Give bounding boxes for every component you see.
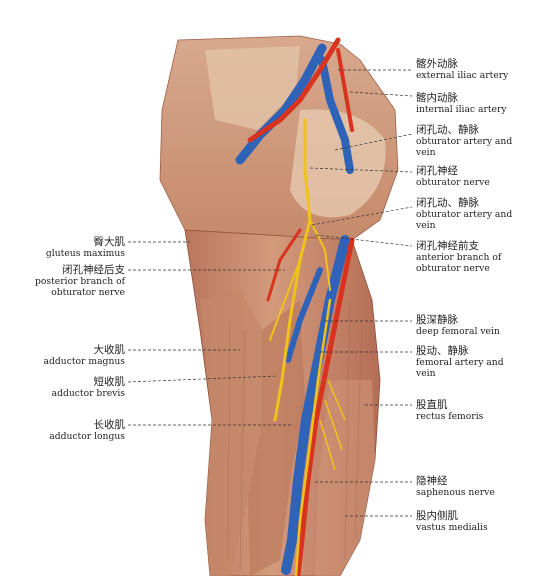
label-obturator-artery-vein-lower: 闭孔动、静脉 obturator artery and vein: [416, 197, 513, 231]
label-anterior-branch-obturator-nerve: 闭孔神经前支 anterior branch of obturator nerv…: [416, 240, 502, 274]
saphenous-nerve: [294, 298, 332, 576]
nerve-branch: [269, 219, 331, 341]
leader-lines-left: [127, 241, 292, 426]
label-gluteus-maximus: 臀大肌 gluteus maximus: [45, 236, 125, 259]
femoral-artery: [295, 237, 355, 576]
iliac-fascia: [205, 46, 300, 130]
deep-femoral-vein: [285, 267, 323, 363]
obturator-artery: [266, 228, 302, 302]
label-vastus-medialis: 股内侧肌 vastus medialis: [416, 510, 488, 533]
hip-capsule: [290, 109, 386, 218]
adductor-magnus-muscle: [200, 290, 262, 576]
label-femoral-artery-vein: 股动、静脉 femoral artery and vein: [416, 345, 504, 379]
label-internal-iliac-artery: 髂内动脉 internal iliac artery: [416, 92, 507, 115]
label-obturator-nerve: 闭孔神经 obturator nerve: [416, 165, 490, 188]
internal-iliac-vein: [318, 56, 354, 174]
label-posterior-branch-obturator-nerve: 闭孔神经后支 posterior branch of obturator ner…: [34, 264, 125, 298]
nerve-fans: [319, 379, 346, 471]
internal-iliac-artery: [336, 48, 354, 132]
label-adductor-longus: 长收肌 adductor longus: [49, 419, 125, 442]
label-adductor-brevis: 短收肌 adductor brevis: [51, 376, 125, 399]
label-rectus-femoris: 股直肌 rectus femoris: [416, 399, 484, 422]
leader-lines-right: [309, 69, 413, 517]
label-adductor-magnus: 大收肌 adductor magnus: [43, 344, 125, 367]
external-iliac-vein: [235, 43, 327, 165]
label-obturator-artery-vein-upper: 闭孔动、静脉 obturator artery and vein: [416, 124, 513, 158]
adductor-longus-muscle: [248, 300, 305, 576]
muscle-fibres: [227, 299, 363, 571]
label-deep-femoral-vein: 股深静脉 deep femoral vein: [416, 314, 500, 337]
label-external-iliac-artery: 髂外动脉 external iliac artery: [416, 58, 509, 81]
external-iliac-artery: [247, 37, 341, 143]
vastus-medialis-muscle: [315, 380, 375, 576]
label-saphenous-nerve: 隐神经 saphenous nerve: [416, 475, 495, 498]
